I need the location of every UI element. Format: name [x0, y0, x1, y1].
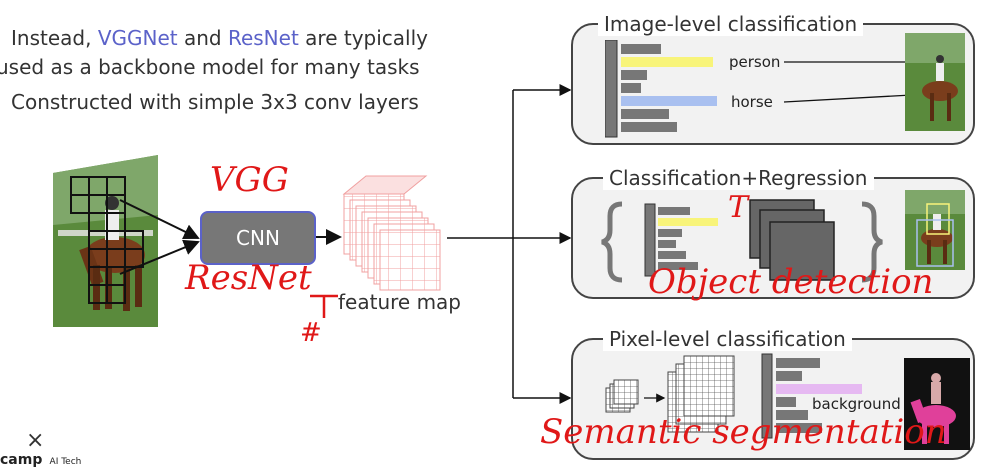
label-person: person	[729, 53, 781, 71]
annotation-vgg: VGG	[210, 160, 289, 200]
panel-image-level-title: Image-level classification	[598, 12, 864, 36]
annotation-hash: #	[300, 318, 322, 348]
segmentation-mask-image	[904, 358, 970, 450]
class-reg-content	[601, 199, 883, 283]
feature-map-stack	[342, 175, 441, 291]
image-level-horse-photo	[905, 33, 965, 131]
label-horse: horse	[731, 93, 773, 111]
pixel-level-content	[605, 353, 862, 439]
panel-class-reg-title: Classification+Regression	[603, 166, 874, 190]
class-reg-horse-photo	[905, 190, 965, 270]
annotation-t-mark: T	[728, 190, 749, 225]
annotation-semantic-segmentation: Semantic segmentation	[540, 412, 947, 452]
feature-map-label: feature map	[338, 290, 461, 314]
annotation-resnet-underline	[310, 294, 338, 318]
label-background: background	[812, 395, 901, 413]
bullet-conv-layers: Constructed with simple 3x3 conv layers	[11, 90, 419, 114]
annotation-resnet: ResNet	[185, 258, 312, 298]
resnet-term: ResNet	[227, 26, 299, 50]
input-horse-image	[53, 155, 158, 327]
panel-pixel-level-title: Pixel-level classification	[603, 327, 852, 351]
image-level-bars	[605, 40, 717, 138]
annotation-object-detection: Object detection	[648, 262, 934, 302]
bullet-backbone-line2: used as a backbone model for many tasks	[0, 55, 420, 79]
brand-logo: camp AI Tech	[0, 452, 82, 468]
vggnet-term: VGGNet	[97, 26, 178, 50]
cnn-block: CNN	[200, 211, 316, 265]
bullet-backbone-line1: Instead, VGGNet and ResNet are typically	[11, 26, 428, 50]
close-icon[interactable]: ×	[26, 428, 45, 453]
